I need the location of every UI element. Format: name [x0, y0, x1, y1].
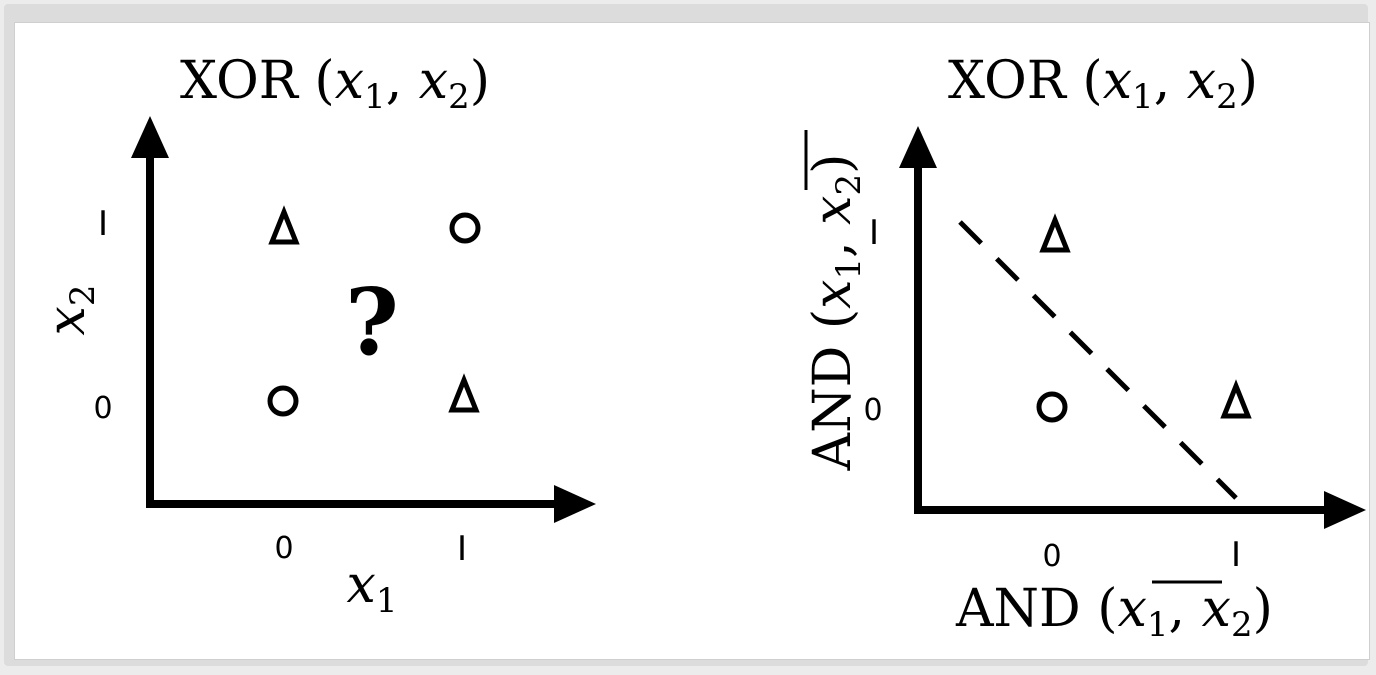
svg-text:AND (x1, x2): AND (x1, x2): [803, 154, 869, 472]
left-y-arrowhead: [131, 116, 169, 158]
right-y-arrowhead: [899, 126, 937, 168]
diagram-panel: [14, 22, 1370, 660]
left-triangle-marker: [448, 373, 480, 413]
right-triangle-marker: [1039, 213, 1071, 253]
left-y-tick-1: I: [98, 204, 108, 244]
right-x-label: AND (x1, x2): [955, 579, 1273, 645]
left-plot: XOR (x1, x2) x2 I 0 0 I x1 ?: [37, 51, 596, 621]
right-y-tick-0: 0: [863, 393, 882, 428]
left-title: XOR (x1, x2): [180, 51, 490, 117]
right-y-label: AND (x1, x2): [803, 130, 869, 471]
right-x-tick-0: 0: [1042, 539, 1061, 574]
right-y-tick-1: I: [869, 213, 879, 253]
left-x-arrowhead: [554, 485, 596, 523]
right-triangle-marker: [1220, 379, 1252, 419]
left-x-label: x1: [347, 555, 398, 621]
right-x-arrowhead: [1324, 491, 1366, 529]
left-triangle-marker: [268, 205, 300, 245]
left-x-tick-1: I: [457, 529, 467, 569]
left-y-tick-0: 0: [93, 391, 112, 426]
left-question-mark: ?: [345, 268, 399, 376]
right-title: XOR (x1, x2): [948, 51, 1258, 117]
right-x-tick-1: I: [1231, 535, 1241, 575]
left-y-label: x2: [37, 285, 103, 336]
separator-dashed-line: [958, 220, 1238, 500]
right-circle-marker: [1036, 391, 1068, 423]
right-plot: XOR (x1, x2) AND (x1, x2) I 0 0 I AND (x…: [803, 51, 1366, 645]
left-x-tick-0: 0: [274, 531, 293, 566]
left-circle-marker: [267, 385, 299, 417]
left-circle-marker: [449, 212, 481, 244]
